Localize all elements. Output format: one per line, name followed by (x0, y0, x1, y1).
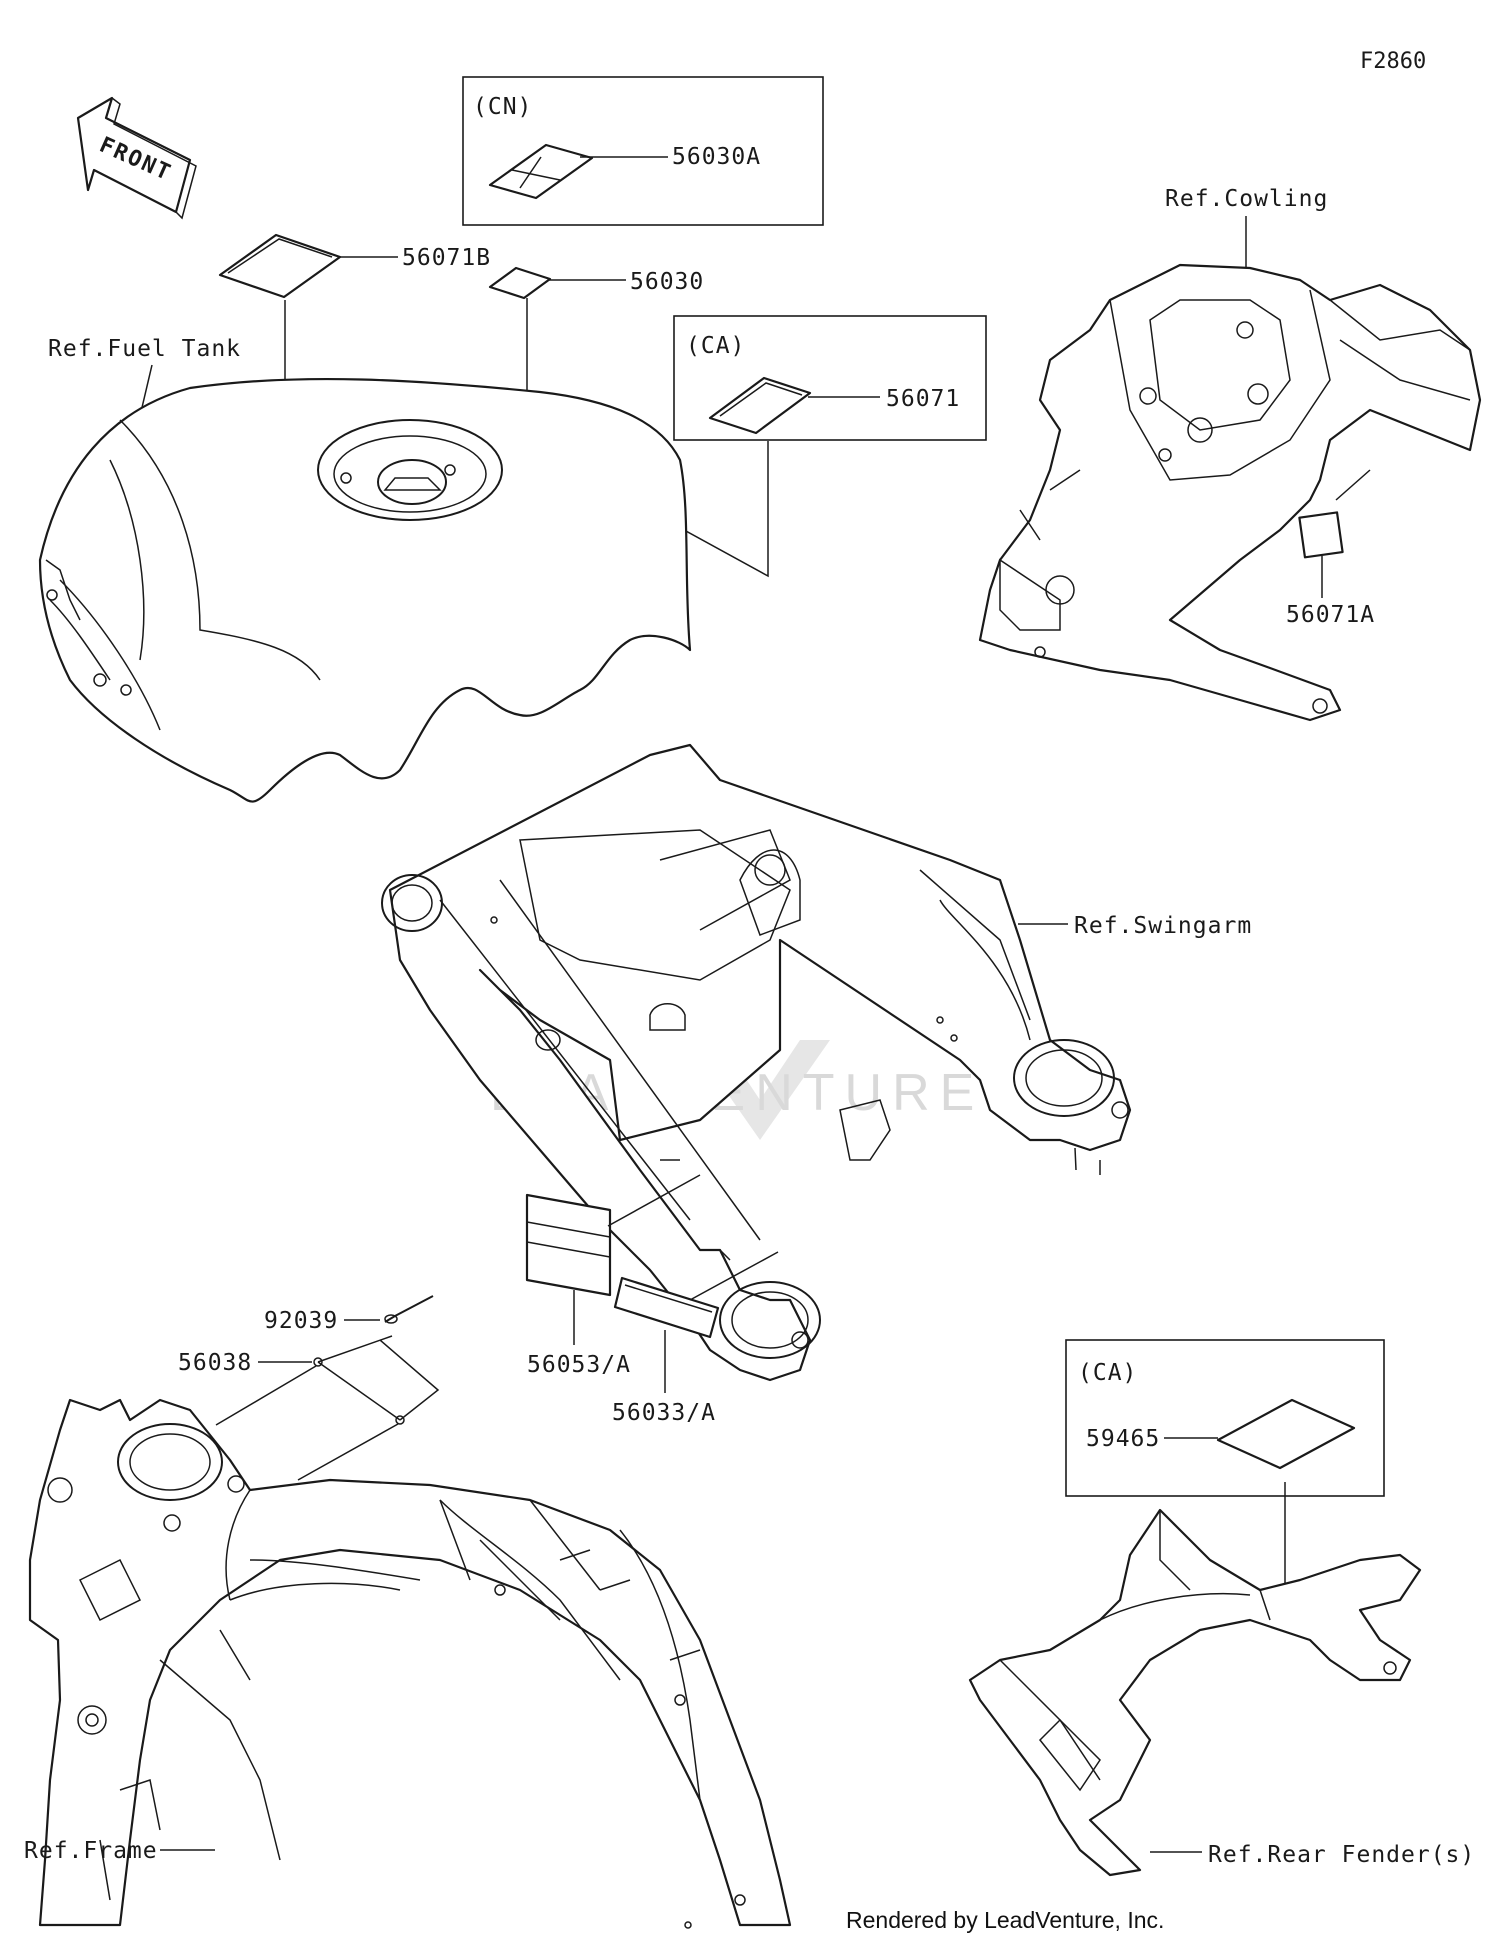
label-56071B-icon (218, 233, 342, 299)
part-92039: 92039 (264, 1308, 338, 1334)
cowling-illustration (978, 263, 1482, 722)
swingarm-illustration (381, 743, 1132, 1382)
cn-box-tag: (CN) (473, 94, 532, 120)
part-56030: 56030 (630, 269, 704, 295)
plate-56038-icon (313, 1335, 440, 1425)
ref-frame: Ref.Frame (24, 1838, 158, 1864)
label-56030A-icon (488, 143, 594, 200)
label-56033A-icon (613, 1276, 720, 1339)
ca-tank-box: (CA) 56071 (673, 315, 987, 441)
ref-rear-fender: Ref.Rear Fender(s) (1208, 1842, 1475, 1868)
part-56038: 56038 (178, 1350, 252, 1376)
part-56071B: 56071B (402, 245, 491, 271)
frame-illustration (28, 1398, 792, 1929)
part-56071: 56071 (886, 386, 960, 412)
ref-fuel-tank: Ref.Fuel Tank (48, 336, 241, 362)
ca-fender-box-tag: (CA) (1078, 1360, 1137, 1386)
label-56030-icon (488, 266, 552, 300)
ref-swingarm: Ref.Swingarm (1074, 913, 1252, 939)
rivet-92039-icon (384, 1295, 434, 1324)
fuel-tank-illustration (38, 377, 692, 803)
part-59465: 59465 (1086, 1426, 1160, 1452)
ref-cowling: Ref.Cowling (1165, 186, 1328, 212)
credit-text: Rendered by LeadVenture, Inc. (846, 1907, 1164, 1933)
part-56071A: 56071A (1286, 602, 1375, 628)
ca-fender-box: (CA) 59465 (1065, 1339, 1385, 1497)
label-56053A-icon (525, 1193, 612, 1297)
label-59465-icon (1216, 1398, 1356, 1470)
label-56071A-icon (1298, 511, 1344, 559)
label-56071-icon (708, 376, 812, 435)
part-56030A: 56030A (672, 144, 761, 170)
part-56033A: 56033/A (612, 1400, 716, 1426)
front-arrow-icon: FRONT (76, 96, 197, 220)
rear-fender-illustration (968, 1508, 1422, 1877)
diagram-code: F2860 (1360, 49, 1426, 74)
cn-box: (CN) 56030A (462, 76, 824, 226)
part-56053A: 56053/A (527, 1352, 631, 1378)
ca-tank-box-tag: (CA) (686, 333, 745, 359)
